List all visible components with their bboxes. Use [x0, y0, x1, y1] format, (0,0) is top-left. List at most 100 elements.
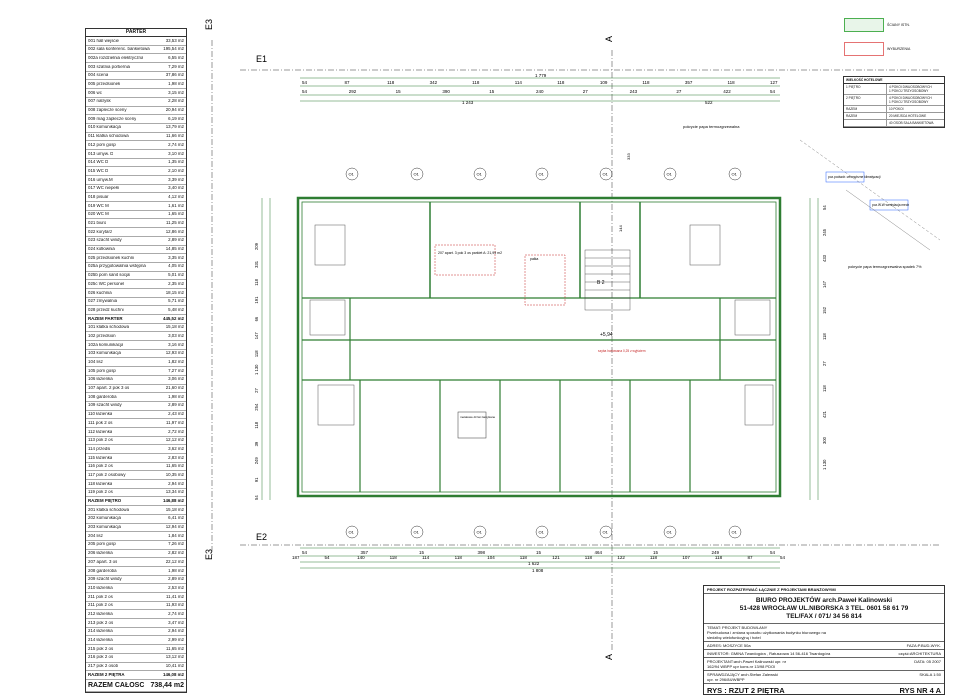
note-shaft: metalowe drzwi zamykane: [460, 415, 496, 419]
section-a-top: A: [604, 36, 614, 42]
stair-count: 144: [618, 225, 623, 232]
window-label: O1: [732, 530, 738, 535]
dim-top-total: 1 779: [535, 73, 547, 78]
title-block: PROJEKT ROZPATRYWAĆ ŁĄCZNIE Z PROJEKTAMI…: [703, 585, 945, 695]
section-e1: E1: [256, 54, 267, 64]
tb-company3: TEL/FAX / 071/ 34 56 814: [786, 612, 862, 620]
window-marker: [728, 167, 742, 181]
dimension-label: 118: [254, 350, 259, 357]
window-label: O1: [667, 172, 673, 177]
dimension-label: 245: [822, 228, 827, 236]
window-marker: [410, 525, 424, 539]
dim-bottom-sub: 1 622: [528, 561, 540, 566]
note-heating: pokrycie papa termozgrzewalna: [683, 124, 740, 129]
window-label: O1: [414, 530, 420, 535]
window-marker: [663, 167, 677, 181]
dimension-label: 421: [822, 410, 827, 418]
window-marker: [410, 167, 424, 181]
dimension-label: 152: [822, 306, 827, 314]
dimension-label: 300: [822, 436, 827, 444]
level-mark: +5,94: [600, 332, 613, 338]
window-marker: [663, 525, 677, 539]
note-vent-mech: poz.W.W wentylacja mech: [872, 203, 909, 207]
dim-top-sub1: 1 243: [462, 100, 474, 105]
window-marker: [535, 167, 549, 181]
dimension-label: 422: [723, 89, 731, 94]
tb-company2: 51-428 WROCŁAW UL.NIBORSKA 3 TEL. 0601 5…: [739, 604, 909, 612]
dimension-label: 54: [302, 89, 308, 94]
note-skylight: szyba hartowana 0,25 z wyjściem: [598, 349, 646, 353]
dimension-label: 118: [715, 555, 723, 560]
dimension-label: 91: [254, 477, 259, 482]
table-title: PARTER: [86, 29, 186, 37]
note-vent-roof: poz.podszdr.:zewnętrzne klimatyzacji: [828, 175, 881, 179]
dim-bottom-total: 1 808: [532, 568, 544, 573]
dimension-label: 118: [455, 555, 463, 560]
dimension-label: 249: [254, 457, 259, 465]
dim-top-sub2: 522: [705, 100, 713, 105]
window-marker: [345, 167, 359, 181]
dimension-label: 87: [747, 555, 753, 560]
tb-projektant-row: PROJEKTANT:arch.Paweł Kalinowski upr. nr…: [704, 658, 944, 672]
hotel-row: 40 OSOB SALA BANKIETOWA: [844, 120, 944, 127]
dimension-label: 114: [515, 80, 523, 85]
window-label: O1: [477, 530, 483, 535]
window-marker: [599, 525, 613, 539]
section-e3-bottom: E3: [204, 549, 214, 560]
dimension-label: 54: [822, 205, 827, 210]
legend-item-existing: ŚCIANY ISTN.: [887, 23, 910, 27]
section-a-bottom: A: [604, 654, 614, 660]
tb-rysnr: RYS NR 4 A: [899, 686, 941, 696]
dimension-label: 15: [489, 89, 495, 94]
lift-label: palka: [530, 257, 538, 261]
window-marker: [473, 525, 487, 539]
dimension-label: 187: [292, 555, 300, 560]
section-e2: E2: [256, 532, 267, 542]
dimension-label: 118: [387, 80, 395, 85]
dimension-label: 15: [653, 550, 659, 555]
dimension-label: 118: [650, 555, 658, 560]
dimension-label: 118: [557, 80, 565, 85]
dimension-label: 191: [254, 296, 259, 304]
apt-label: 207 apart. 3 pok 3 os parkiet A: 21,99 m…: [438, 251, 502, 255]
window-label: O1: [349, 172, 355, 177]
dimension-label: 109: [600, 80, 608, 85]
window-label: O1: [349, 530, 355, 535]
window-label: O1: [603, 530, 609, 535]
dimension-label: 357: [361, 550, 369, 555]
